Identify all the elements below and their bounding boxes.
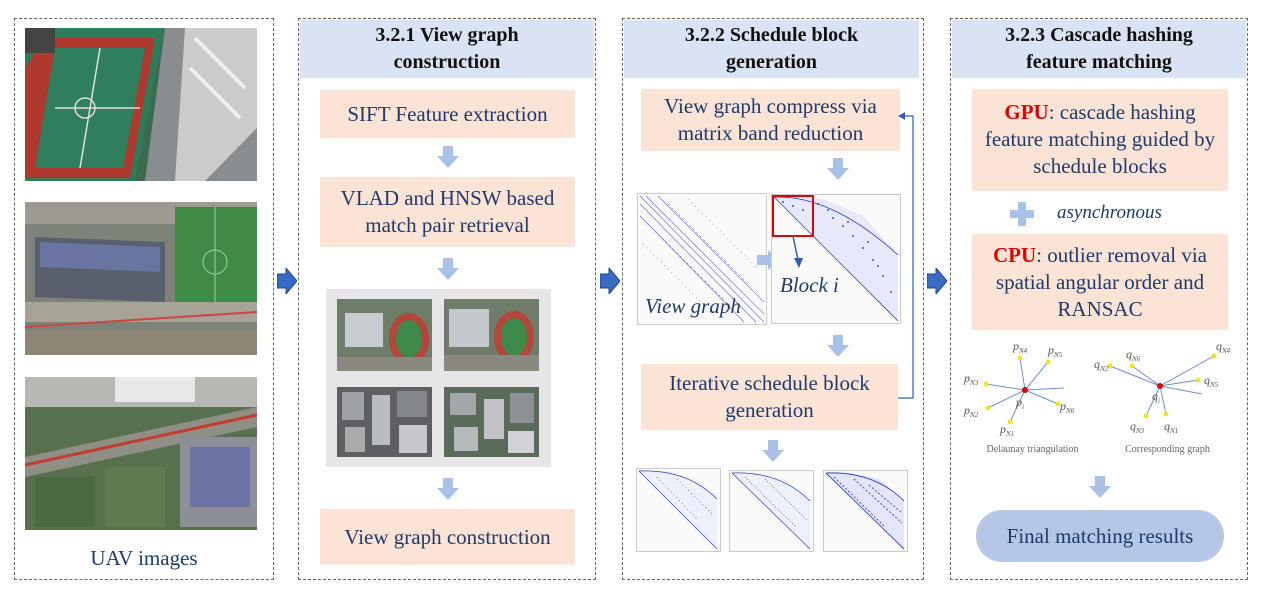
schedule-block-panel xyxy=(622,18,924,580)
down-arrow-icon xyxy=(827,158,849,180)
right-arrow-icon xyxy=(600,268,620,294)
compressed-matrix xyxy=(771,194,901,324)
gpu-tag: GPU xyxy=(1004,100,1049,124)
down-arrow-icon xyxy=(827,335,849,357)
svg-text:qN2: qN2 xyxy=(1094,357,1109,373)
vlad-hnsw-retrieval-box: VLAD and HNSW based match pair retrieval xyxy=(320,177,575,247)
pair-image-city-2 xyxy=(444,387,539,457)
svg-text:pN6: pN6 xyxy=(1059,399,1075,415)
uav-photo-buildings-field xyxy=(25,202,257,355)
down-arrow-icon xyxy=(437,146,459,168)
sift-feature-extraction-box: SIFT Feature extraction xyxy=(320,90,575,138)
block-i-label: Block i xyxy=(780,273,839,297)
svg-text:pN5: pN5 xyxy=(1047,343,1063,359)
cpu-outlier-box: CPU: outlier removal via spatial angular… xyxy=(972,234,1228,330)
schedule-block-matrix-1 xyxy=(636,468,721,552)
svg-text:qN4: qN4 xyxy=(1216,339,1231,355)
down-arrow-icon xyxy=(437,478,459,500)
right-arrow-icon xyxy=(927,268,947,294)
gpu-description: : cascade hashing feature matching guide… xyxy=(984,100,1216,178)
uav-photo-campus xyxy=(25,377,257,530)
schedule-block-matrix-2 xyxy=(729,470,814,552)
right-arrow-icon xyxy=(277,268,297,294)
gpu-matching-box: GPU: cascade hashing feature matching gu… xyxy=(972,89,1228,191)
down-arrow-icon xyxy=(762,440,784,462)
svg-text:qN5: qN5 xyxy=(1204,373,1219,389)
cascade-hashing-panel xyxy=(950,18,1248,580)
view-graph-matrix xyxy=(637,193,767,325)
cpu-tag: CPU xyxy=(992,243,1037,267)
svg-text:qN3: qN3 xyxy=(1130,419,1145,435)
svg-text:pN3: pN3 xyxy=(963,371,979,387)
svg-text:qN1: qN1 xyxy=(1164,419,1178,435)
asynchronous-label: asynchronous xyxy=(1057,202,1162,223)
cpu-description: : outlier removal via spatial angular or… xyxy=(995,243,1208,321)
svg-text:pN4: pN4 xyxy=(1012,339,1028,355)
section-header-322: 3.2.2 Schedule block generation xyxy=(624,20,919,78)
pair-image-stadium-2 xyxy=(444,299,539,371)
feedback-loop-arrow xyxy=(898,112,914,399)
uav-images-caption: UAV images xyxy=(90,546,198,570)
pair-image-stadium-1 xyxy=(337,299,432,371)
corresponding-graph: qN2 qN6 qN4 qN5 qi qN3 qN1 xyxy=(1094,339,1231,435)
delaunay-caption: Delaunay triangulation xyxy=(986,444,1079,455)
svg-text:pN1: pN1 xyxy=(999,422,1014,438)
uav-photo-sports-court xyxy=(25,28,257,181)
view-graph-construction-box: View graph construction xyxy=(320,509,575,565)
view-graph-construction-panel xyxy=(298,18,596,580)
schedule-block-matrix-3 xyxy=(823,470,908,552)
block-pointer-arrow xyxy=(792,236,803,268)
down-arrow-icon xyxy=(1089,476,1111,498)
matrix-band-reduction-box: View graph compress via matrix band redu… xyxy=(641,89,900,151)
uav-images-panel xyxy=(14,18,274,580)
section-header-323: 3.2.3 Cascade hashing feature matching xyxy=(952,20,1246,78)
plus-icon xyxy=(1010,202,1034,226)
final-matching-results: Final matching results xyxy=(976,510,1224,562)
iterative-schedule-box: Iterative schedule block generation xyxy=(641,364,898,430)
down-arrow-icon xyxy=(437,258,459,280)
svg-text:qN6: qN6 xyxy=(1126,347,1141,363)
pair-image-city-1 xyxy=(337,387,432,457)
view-graph-label: View graph xyxy=(645,294,741,318)
block-highlight xyxy=(772,195,814,237)
corresponding-graph-caption: Corresponding graph xyxy=(1125,444,1210,455)
svg-text:qi: qi xyxy=(1152,389,1160,405)
delaunay-triangulation-graph: pN4 pN5 pN3 pN2 pi pN6 pN1 xyxy=(963,339,1075,438)
svg-text:pN2: pN2 xyxy=(963,403,979,419)
svg-text:pi: pi xyxy=(1015,395,1024,411)
section-header-321: 3.2.1 View graph construction xyxy=(300,20,594,78)
